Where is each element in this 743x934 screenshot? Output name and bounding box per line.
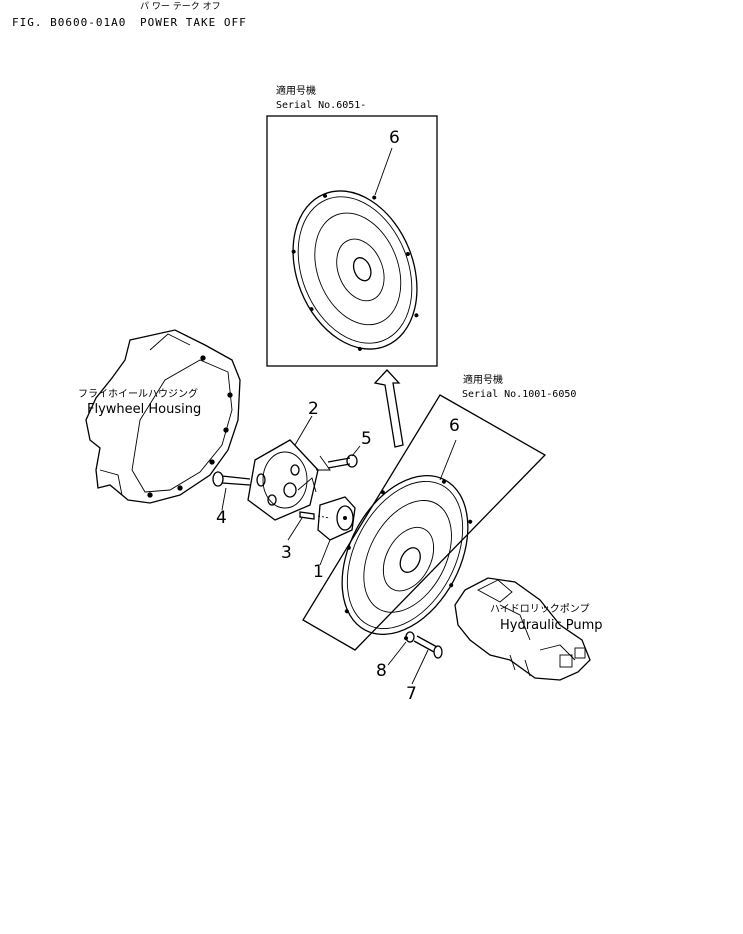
- serial-lower-label-jp: 適用号機: [463, 375, 503, 386]
- callout-4: 4: [216, 508, 227, 528]
- leader-4: [221, 487, 227, 511]
- leader-6-lower: [439, 439, 457, 481]
- leader-6-upper: [374, 147, 393, 196]
- bolt-part-5: [316, 454, 358, 471]
- callout-7: 7: [406, 684, 417, 704]
- callout-3: 3: [281, 543, 292, 563]
- flywheel-housing: [85, 329, 241, 504]
- leader-3: [287, 517, 303, 541]
- flywheel-housing-name-jp: フライホイールハウジング: [78, 389, 198, 400]
- hydraulic-pump-name: Hydraulic Pump: [500, 618, 603, 633]
- upgrade-arrow: [373, 369, 404, 448]
- serial-lower-label: Serial No.1001-6050: [462, 389, 577, 400]
- hydraulic-pump-name-jp: ハイドロリックポンプ: [490, 604, 590, 615]
- callout-2: 2: [308, 399, 319, 419]
- leader-5: [351, 445, 361, 457]
- coupling-part-2: [247, 439, 319, 521]
- leader-7: [411, 649, 429, 685]
- callout-8: 8: [376, 661, 387, 681]
- title-japanese: パ ワー テーク オフ: [140, 2, 221, 12]
- pin-part-3: [299, 511, 331, 520]
- flywheel-plate-lower: [341, 474, 473, 641]
- title-english: POWER TAKE OFF: [140, 16, 247, 29]
- hub-part-1: [317, 496, 356, 541]
- leader-2: [294, 415, 313, 446]
- callout-1: 1: [313, 562, 324, 582]
- bolt-part-4: [212, 471, 251, 487]
- flywheel-housing-name: Flywheel Housing: [87, 402, 202, 417]
- leader-1: [319, 539, 331, 566]
- bolt-part-7: [413, 635, 443, 659]
- hydraulic-pump: [454, 577, 591, 681]
- callout-5: 5: [361, 429, 372, 449]
- part-number-6-upper: 6: [389, 128, 400, 148]
- flywheel-plate-upper: [291, 190, 419, 351]
- figure-code: FIG. B0600-01A0: [12, 16, 127, 29]
- part-number-6-lower: 6: [449, 416, 460, 436]
- leader-8: [387, 641, 407, 666]
- serial-upper-frame: [266, 115, 438, 367]
- washer-part-8: [405, 631, 415, 643]
- serial-upper-label: Serial No.6051-: [276, 100, 367, 111]
- serial-upper-label-jp: 適用号機: [276, 86, 316, 97]
